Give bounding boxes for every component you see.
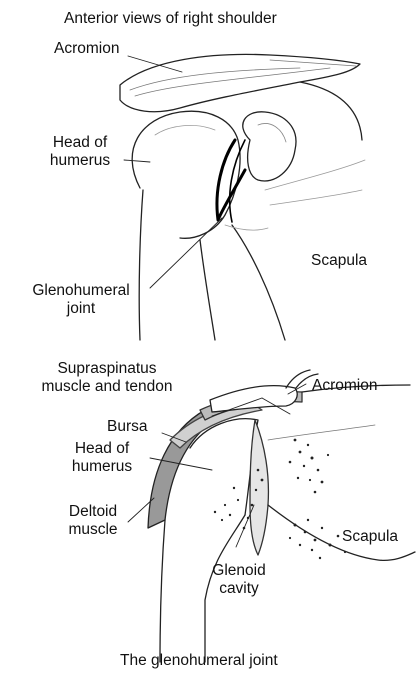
top-label-glenohumeral-joint: Glenohumeral joint [16,282,146,318]
humeral-head-shape [132,111,240,238]
bottom-label-glenoid-cavity: Glenoid cavity [206,562,272,598]
top-title: Anterior views of right shoulder [64,10,277,28]
bottom-label-bursa: Bursa [107,418,148,436]
bottom-joint-drawing [148,370,415,662]
bottom-label-head-of-humerus: Head of humerus [60,440,144,476]
bone-stipple [214,439,346,560]
bottom-label-scapula: Scapula [342,528,398,546]
bottom-caption: The glenohumeral joint [120,652,278,670]
acromion-bone-bottom [210,386,297,412]
acromion-shape [120,54,360,111]
glenoid-shape [250,420,268,555]
bottom-label-deltoid-muscle: Deltoid muscle [58,503,128,539]
top-label-scapula: Scapula [311,252,367,270]
top-label-head-of-humerus: Head of humerus [38,134,122,170]
top-label-acromion: Acromion [54,40,119,58]
top-shoulder-drawing [120,54,365,340]
bottom-label-supraspinatus: Supraspinatus muscle and tendon [22,360,192,396]
bottom-label-acromion: Acromion [312,377,377,395]
